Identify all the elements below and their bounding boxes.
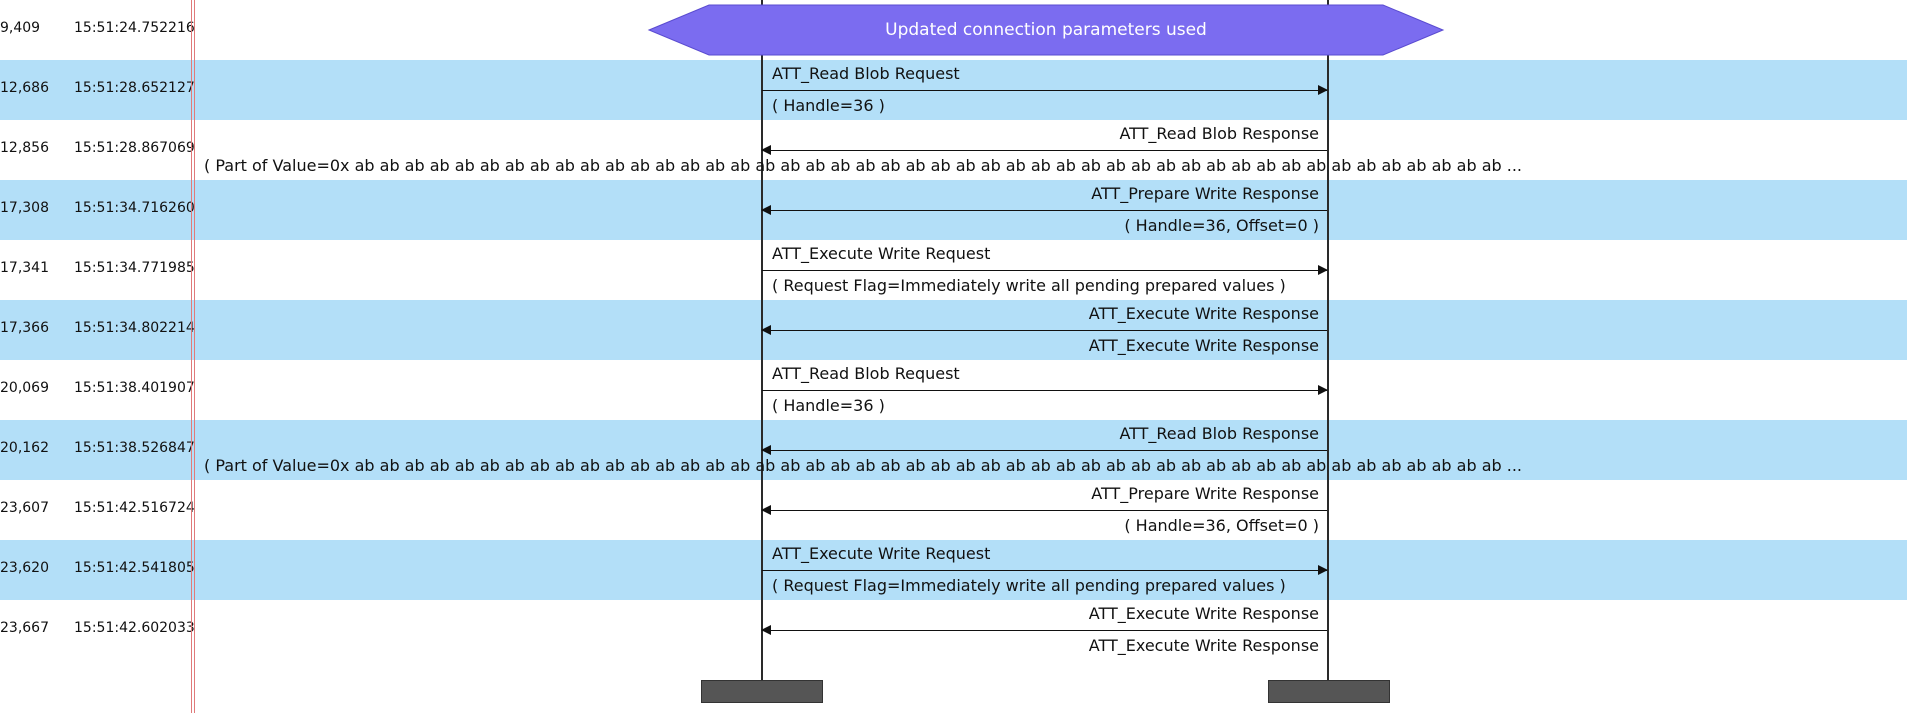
message-arrow-left[interactable]	[761, 445, 1327, 455]
connection-update-banner: Updated connection parameters used	[647, 4, 1445, 59]
message-arrow-left[interactable]	[761, 505, 1327, 515]
row-index: 23,667	[0, 620, 49, 636]
message-detail: ATT_Execute Write Response	[1088, 336, 1319, 355]
message-label: ATT_Read Blob Response	[1119, 124, 1319, 143]
message-detail: ATT_Execute Write Response	[1088, 636, 1319, 655]
row-index: 23,620	[0, 560, 49, 576]
message-arrow-right[interactable]	[762, 85, 1328, 95]
row-timestamp: 15:51:38.401907	[74, 380, 195, 396]
row-index: 20,162	[0, 440, 49, 456]
message-label: ATT_Execute Write Response	[1088, 304, 1319, 323]
row-index: 17,366	[0, 320, 49, 336]
message-detail: ( Handle=36, Offset=0 )	[1124, 516, 1319, 535]
message-label: ATT_Prepare Write Response	[1091, 184, 1319, 203]
row-timestamp: 15:51:38.526847	[74, 440, 195, 456]
lifeline-left-box	[701, 680, 823, 703]
row-index: 9,409	[0, 20, 41, 36]
message-label: ATT_Read Blob Request	[772, 364, 960, 383]
trace-row[interactable]: 23,667 15:51:42.602033	[0, 600, 1907, 660]
column-divider[interactable]	[191, 0, 192, 713]
row-index: 20,069	[0, 380, 49, 396]
message-label: ATT_Read Blob Response	[1119, 424, 1319, 443]
trace-row[interactable]: 12,856 15:51:28.867069	[0, 120, 1907, 180]
message-label: ATT_Read Blob Request	[772, 64, 960, 83]
message-detail: ( Handle=36 )	[772, 96, 885, 115]
message-detail: ( Handle=36 )	[772, 396, 885, 415]
message-label: ATT_Execute Write Request	[772, 244, 991, 263]
message-label: ATT_Execute Write Response	[1088, 604, 1319, 623]
trace-row[interactable]: 23,607 15:51:42.516724	[0, 480, 1907, 540]
message-arrow-left[interactable]	[761, 325, 1327, 335]
row-index: 12,686	[0, 80, 49, 96]
message-detail: ( Handle=36, Offset=0 )	[1124, 216, 1319, 235]
message-detail: ( Request Flag=Immediately write all pen…	[772, 576, 1286, 595]
row-timestamp: 15:51:28.652127	[74, 80, 195, 96]
lifeline-right	[1327, 0, 1329, 680]
row-index: 12,856	[0, 140, 49, 156]
row-index: 17,341	[0, 260, 49, 276]
message-detail: ( Part of Value=0x ab ab ab ab ab ab ab …	[204, 156, 1522, 175]
row-timestamp: 15:51:24.752216	[74, 20, 195, 36]
banner-shape	[647, 4, 1445, 56]
message-label: ATT_Prepare Write Response	[1091, 484, 1319, 503]
message-arrow-left[interactable]	[761, 625, 1327, 635]
row-timestamp: 15:51:34.716260	[74, 200, 195, 216]
trace-row[interactable]: 17,341 15:51:34.771985	[0, 240, 1907, 300]
message-detail: ( Request Flag=Immediately write all pen…	[772, 276, 1286, 295]
trace-row[interactable]: 20,069 15:51:38.401907	[0, 360, 1907, 420]
row-timestamp: 15:51:34.771985	[74, 260, 195, 276]
row-timestamp: 15:51:42.541805	[74, 560, 195, 576]
lifeline-right-box	[1268, 680, 1390, 703]
column-divider-inner	[194, 0, 195, 713]
message-arrow-right[interactable]	[762, 265, 1328, 275]
trace-row[interactable]: 9,409 15:51:24.752216	[0, 0, 1907, 60]
message-arrow-left[interactable]	[761, 205, 1327, 215]
row-timestamp: 15:51:28.867069	[74, 140, 195, 156]
message-detail: ( Part of Value=0x ab ab ab ab ab ab ab …	[204, 456, 1522, 475]
message-arrow-left[interactable]	[761, 145, 1327, 155]
row-index: 23,607	[0, 500, 49, 516]
message-arrow-right[interactable]	[762, 565, 1328, 575]
row-timestamp: 15:51:42.602033	[74, 620, 195, 636]
row-timestamp: 15:51:34.802214	[74, 320, 195, 336]
lifeline-left	[761, 0, 763, 680]
message-label: ATT_Execute Write Request	[772, 544, 991, 563]
row-index: 17,308	[0, 200, 49, 216]
message-arrow-right[interactable]	[762, 385, 1328, 395]
row-timestamp: 15:51:42.516724	[74, 500, 195, 516]
banner-text: Updated connection parameters used	[885, 20, 1207, 40]
